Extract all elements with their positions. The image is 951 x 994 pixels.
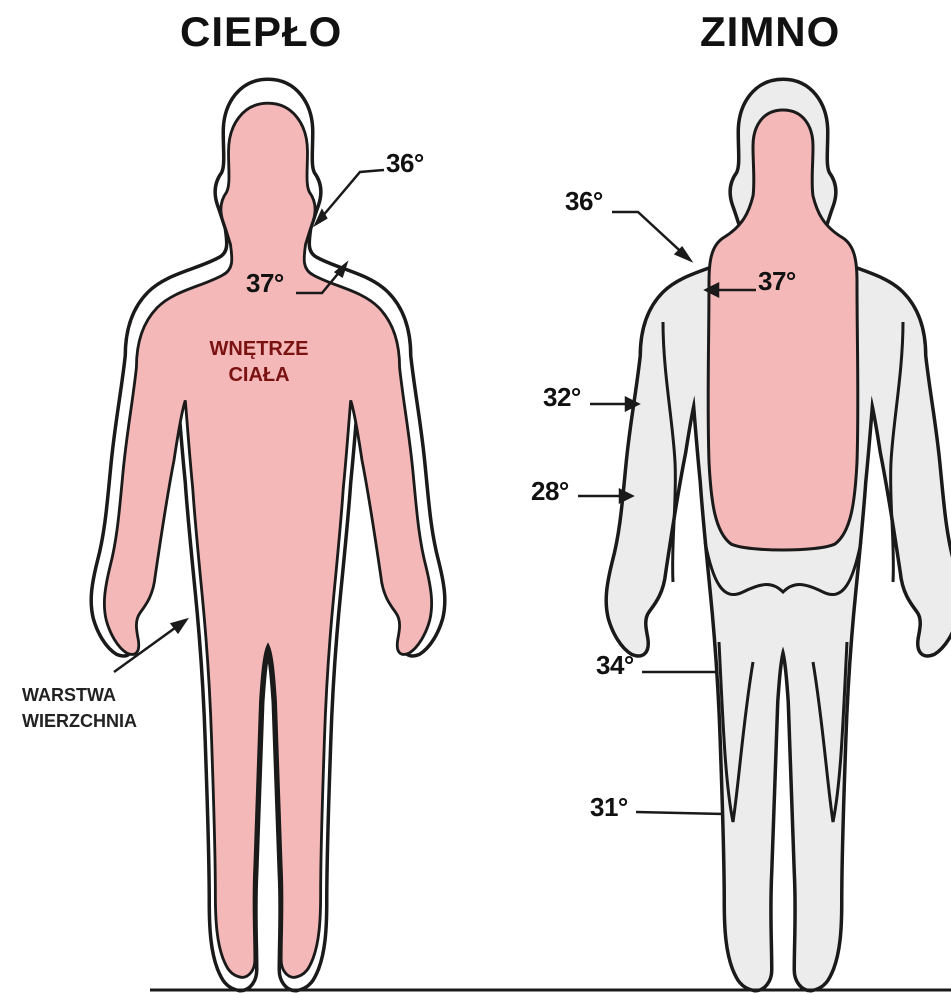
warm-shell-label-line2: WIERZCHNIA [22,708,137,734]
warm-body [94,82,442,988]
cold-label-32: 32° [543,382,581,413]
cold-title: ZIMNO [700,8,840,56]
cold-label-31: 31° [590,792,628,823]
cold-core-region [708,110,858,550]
warm-shell-arrow [172,620,186,632]
warm-label-36: 36° [386,148,424,179]
warm-title: CIEPŁO [180,8,342,56]
cold-label-34: 34° [596,650,634,681]
cold-31-leader [636,812,724,814]
warm-core-label: WNĘTRZE CIAŁA [194,336,324,388]
warm-shell-label: WARSTWA WIERZCHNIA [22,682,137,734]
cold-label-36: 36° [565,186,603,217]
cold-label-28: 28° [531,476,569,507]
cold-body [609,82,951,988]
warm-shell-label-line1: WARSTWA [22,682,137,708]
warm-core-label-line2: CIAŁA [194,362,324,388]
warm-core-label-line1: WNĘTRZE [194,336,324,362]
warm-label-37: 37° [246,268,284,299]
cold-label-37: 37° [758,266,796,297]
warm-core-region [104,103,431,977]
